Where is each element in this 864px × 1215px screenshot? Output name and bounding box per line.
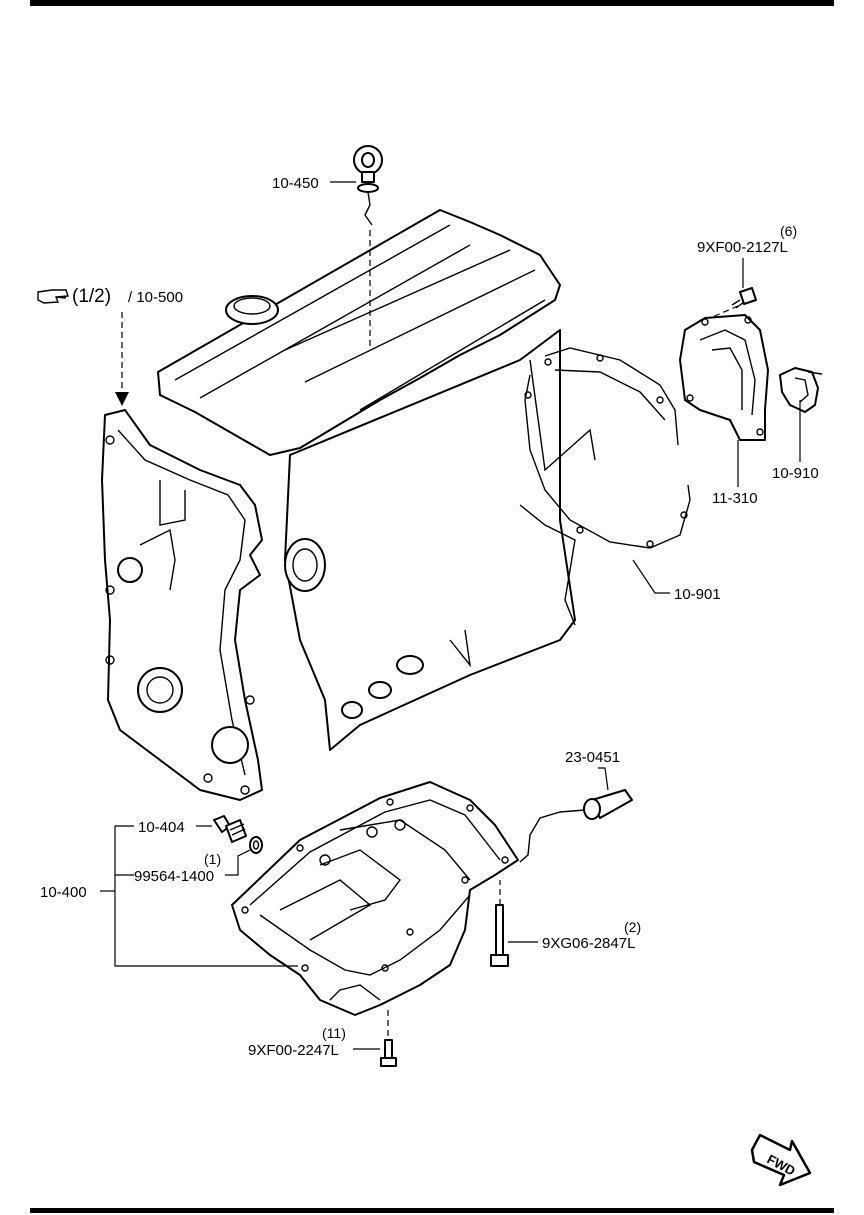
drain-washer: [249, 836, 263, 854]
label-oil-pan: 10-400: [40, 884, 87, 901]
label-rear-bolt-qty: (6): [780, 223, 797, 239]
drain-plug: [213, 815, 247, 843]
rear-oil-seal: [779, 367, 823, 413]
rear-gasket: [524, 347, 691, 549]
rear-cover-bolt: [709, 287, 757, 319]
oil-dipstick: [353, 145, 383, 350]
oil-pan: [231, 781, 519, 1016]
oil-level-sensor: [519, 789, 633, 863]
label-ref-section: / 10-500: [128, 289, 183, 306]
label-sensor: 23-0451: [565, 749, 620, 766]
label-washer: 99564-1400: [134, 868, 214, 885]
engine-block: [157, 209, 596, 751]
label-pan-bolt: 9XF00-2247L: [248, 1042, 339, 1059]
rear-cover: [679, 314, 769, 441]
fwd-arrow-icon: FWD: [750, 1133, 812, 1187]
leader-lines: [100, 181, 801, 1050]
pointing-hand-icon: [37, 289, 69, 304]
label-ref-page: (1/2): [72, 286, 111, 307]
label-washer-qty: (1): [204, 851, 221, 867]
label-rear-cover: 11-310: [712, 490, 758, 507]
label-seal: 10-910: [772, 465, 819, 482]
label-dipstick: 10-450: [272, 175, 319, 192]
label-drain-plug: 10-404: [138, 819, 185, 836]
label-gasket: 10-901: [674, 586, 721, 603]
label-rear-bolt: 9XF00-2127L: [697, 239, 788, 256]
label-long-bolt-qty: (2): [624, 919, 641, 935]
label-long-bolt: 9XG06-2847L: [542, 935, 635, 952]
oil-pan-bolt: [380, 1010, 397, 1067]
bottom-border: [30, 1208, 834, 1213]
timing-chain-cover: [101, 409, 263, 801]
label-pan-bolt-qty: (11): [322, 1025, 346, 1041]
reference-arrow: [115, 312, 129, 406]
top-border: [30, 0, 834, 6]
oil-pan-long-bolt: [490, 880, 509, 967]
